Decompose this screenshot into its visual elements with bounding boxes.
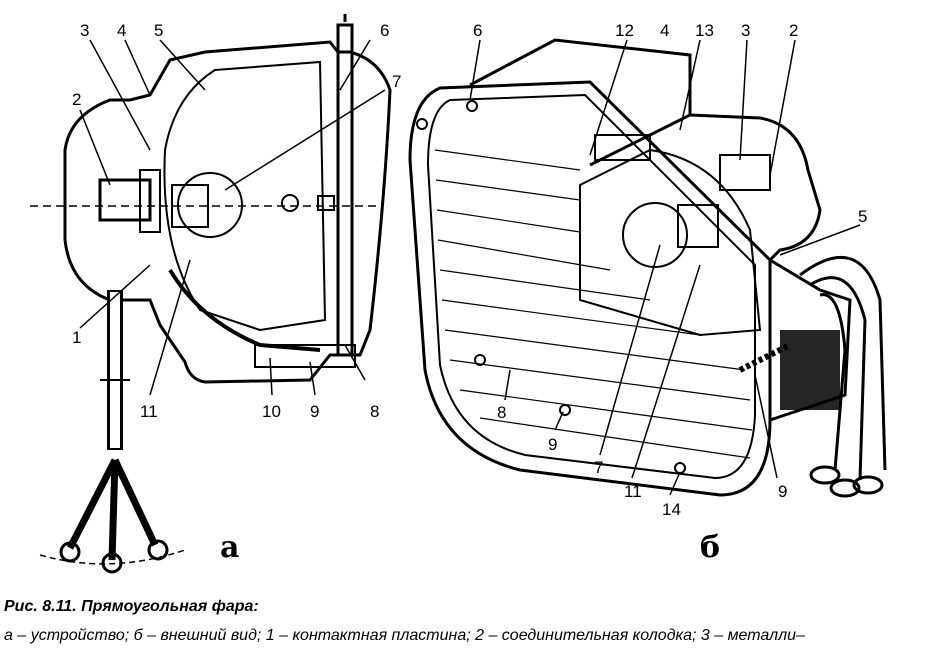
figure-caption: а – устройство; б – внешний вид; 1 – кон…: [4, 627, 805, 644]
callout-a-11: 11: [140, 402, 158, 421]
callout-a-4: 4: [117, 21, 126, 40]
panel-b-leaders: [469, 39, 861, 496]
callout-b-11: 11: [624, 482, 642, 501]
callout-b-6: 6: [473, 21, 482, 40]
callout-b-7: 7: [594, 458, 603, 477]
callout-b-9-right: 9: [778, 482, 787, 501]
headlight-diagram: 3 4 5 6 2 7 1 11 10 9 8 а: [30, 14, 887, 574]
panel-b-callout-numbers: 6 12 4 13 3 2 5 8 9 7 11 14 9 б: [473, 21, 867, 565]
callout-b-8: 8: [497, 403, 506, 422]
callout-a-1: 1: [72, 328, 81, 347]
callout-a-10: 10: [262, 402, 281, 421]
panel-a-letter: а: [220, 530, 239, 565]
callout-a-9: 9: [310, 402, 319, 421]
callout-b-2: 2: [789, 21, 798, 40]
callout-b-9-left: 9: [548, 435, 557, 454]
callout-a-5: 5: [154, 21, 163, 40]
panel-a-drawing: [30, 14, 392, 574]
callout-b-12: 12: [615, 21, 634, 40]
callout-a-2: 2: [72, 90, 81, 109]
callout-a-8: 8: [370, 402, 379, 421]
callout-b-13: 13: [695, 21, 714, 40]
callout-a-7: 7: [392, 72, 401, 91]
callout-b-3: 3: [741, 21, 750, 40]
panel-a-callout-numbers: 3 4 5 6 2 7 1 11 10 9 8 а: [72, 21, 401, 565]
figure-title: Рис. 8.11. Прямоугольная фара:: [4, 598, 259, 615]
callout-a-3: 3: [80, 21, 89, 40]
panel-b-drawing: [408, 38, 887, 498]
panel-b-letter: б: [700, 530, 720, 565]
panel-a-leaders: [79, 39, 386, 396]
callout-b-14: 14: [662, 500, 681, 519]
callout-a-6: 6: [380, 21, 389, 40]
callout-b-5: 5: [858, 207, 867, 226]
callout-b-4: 4: [660, 21, 669, 40]
